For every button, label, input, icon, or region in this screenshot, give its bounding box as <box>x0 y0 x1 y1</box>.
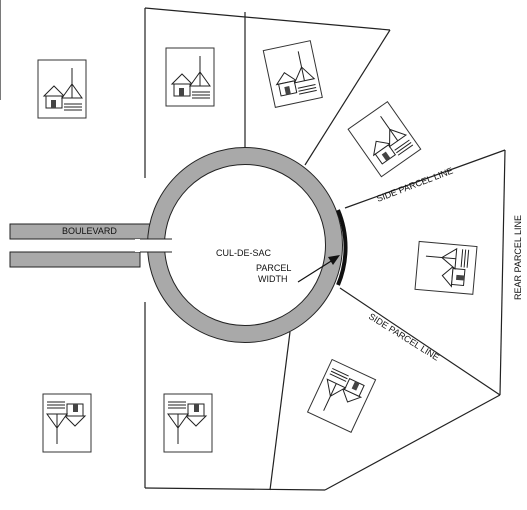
lot-divider-5 <box>269 331 291 491</box>
rear-parcel-line <box>499 149 506 396</box>
parcel-width-label-line2: WIDTH <box>258 274 288 284</box>
boulevard-road-lower <box>9 251 141 268</box>
cul-de-sac-label: CUL-DE-SAC <box>216 248 272 258</box>
house-icon <box>163 393 213 453</box>
house-icon <box>165 47 215 107</box>
parcel-width-label-line1: PARCEL <box>256 263 291 273</box>
house-icon <box>42 393 92 453</box>
house-icon <box>262 40 323 108</box>
side-parcel-line-lower <box>339 287 501 396</box>
lot-bottom-boundary <box>144 487 326 491</box>
parcel-width-arrow-line <box>297 257 337 283</box>
parcel-width-arc <box>336 209 348 286</box>
house-icon <box>37 59 87 119</box>
parcel-width-arrowhead <box>328 255 340 265</box>
cul-de-sac-ring-inner-edge <box>164 164 326 326</box>
boulevard-label: BOULEVARD <box>62 226 117 236</box>
roads <box>9 147 343 343</box>
side-parcel-line-upper <box>344 149 506 209</box>
house-icon <box>347 101 422 178</box>
house-icon <box>414 240 478 295</box>
rear-parcel-line-label: REAR PARCEL LINE <box>513 215 523 300</box>
lot-divider-3 <box>304 29 391 166</box>
parcel-lines <box>0 0 506 491</box>
lot-divider-4 <box>324 394 501 491</box>
side-parcel-line-lower-label: SIDE PARCEL LINE <box>367 311 441 362</box>
house-icon <box>307 358 377 433</box>
parcel-width-marker <box>297 209 348 286</box>
lot-top-boundary <box>144 7 391 31</box>
boulevard-opening <box>135 239 175 252</box>
